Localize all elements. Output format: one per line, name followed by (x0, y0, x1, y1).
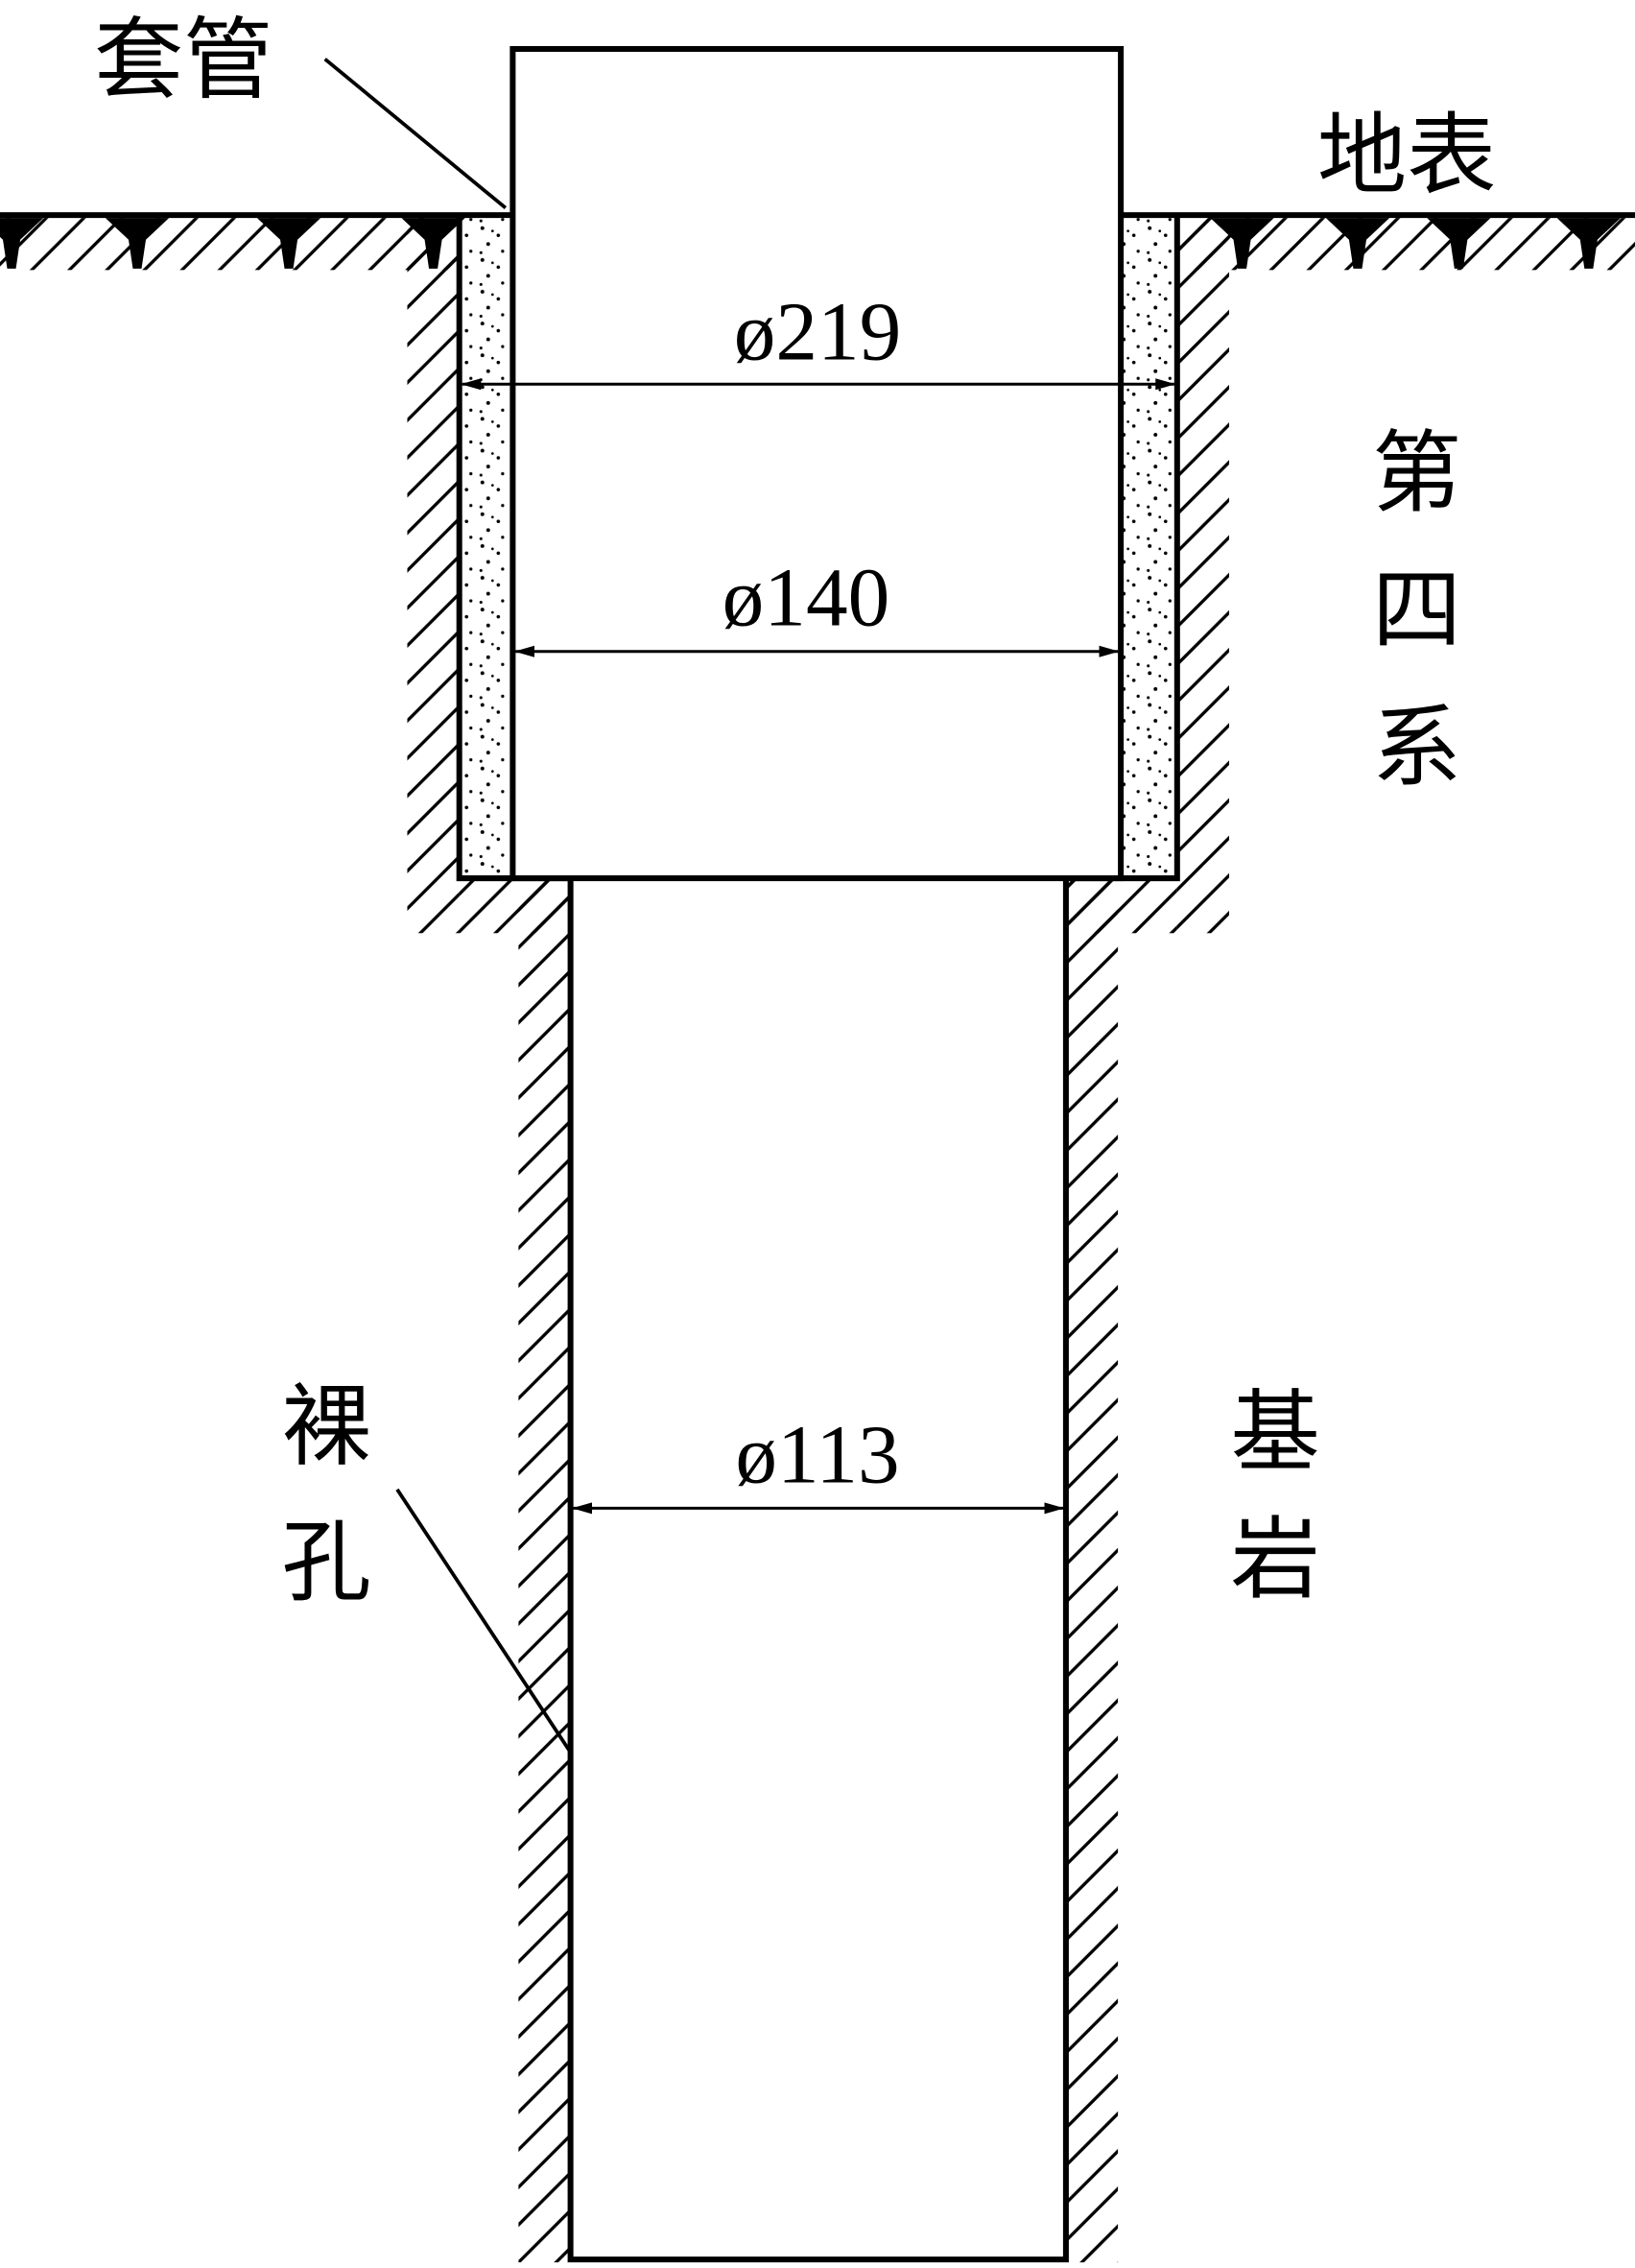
open-hole (567, 875, 1069, 2263)
bedrock-label-1: 基 (1231, 1385, 1320, 1484)
dimension-label-140: ø140 (723, 551, 890, 644)
ground-tuft (1556, 218, 1621, 269)
ground-tuft (256, 218, 321, 269)
ground-tuft (401, 218, 465, 269)
quaternary-label-1: 第 (1372, 425, 1461, 524)
dimension-label-219: ø219 (734, 285, 902, 378)
dimension-label-113: ø113 (735, 1407, 899, 1500)
ground-tuft (1325, 218, 1390, 269)
ground-surface-label: 地表 (1317, 107, 1497, 206)
ground-tuft (105, 218, 170, 269)
soil-hatching (0, 218, 1635, 2263)
open-hole-label-1: 裸 (282, 1379, 371, 1478)
open-hole-leader-line (395, 1488, 573, 1754)
quaternary-label-2: 四 (1372, 562, 1461, 661)
quaternary-label-3: 系 (1372, 700, 1461, 799)
ground-tuft (0, 218, 44, 269)
casing-pipe (509, 46, 1125, 882)
casing-label: 套管 (94, 12, 273, 111)
grout-annulus (459, 218, 1177, 879)
open-hole-label-2: 孔 (282, 1515, 371, 1613)
ground-surface-symbol (0, 218, 1621, 269)
bedrock-label-2: 岩 (1231, 1512, 1320, 1611)
ground-tuft (1210, 218, 1274, 269)
ground-tuft (1427, 218, 1491, 269)
casing-leader-line (323, 58, 508, 210)
